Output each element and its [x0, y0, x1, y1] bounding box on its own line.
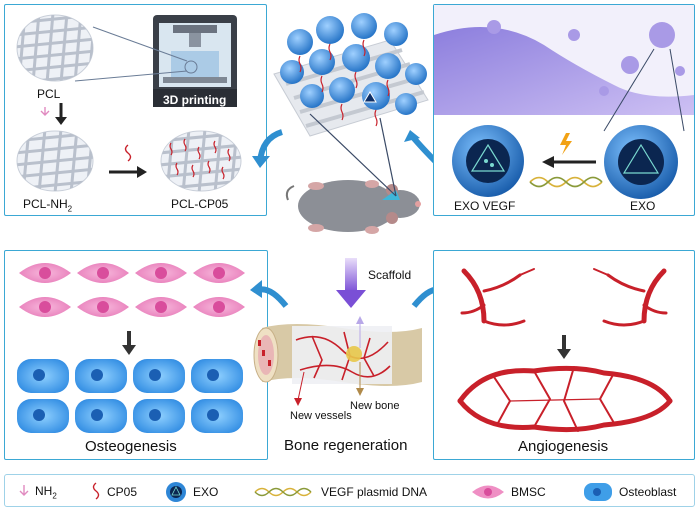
- dna-icon: [254, 487, 312, 497]
- cp05-small-icon: [124, 144, 132, 162]
- vessel-branches-top: [460, 268, 668, 327]
- vessel-network: [457, 365, 673, 433]
- osteogenesis-title: Osteogenesis: [85, 438, 177, 455]
- exo-legend-icon: [166, 482, 186, 502]
- curved-arrow-to-osteo: [250, 280, 289, 308]
- osteoblast-icon: [584, 483, 612, 501]
- legend-bar: NH2 CP05 EXO VEGF plasmid DNA BMSC Osteo…: [4, 474, 695, 507]
- right-arrow: [109, 166, 147, 178]
- scaffold-preparation-panel: 3D printing PCL PCL-NH2: [4, 4, 267, 216]
- legend-bmsc-label: BMSC: [511, 485, 546, 499]
- scaffold-exo-view: [273, 13, 429, 137]
- cell-membrane-background: [434, 5, 694, 115]
- pcl-label: PCL: [37, 87, 61, 101]
- pcl-mesh-disc: [16, 14, 94, 82]
- bmsc-icon: [472, 485, 504, 499]
- legend-nh2: NH2: [19, 482, 57, 502]
- zoom-lines: [74, 26, 198, 82]
- osteogenesis-panel: Osteogenesis: [4, 250, 268, 460]
- exo-vegf-label: EXO VEGF: [454, 199, 516, 213]
- legend-cp05: CP05: [91, 482, 137, 502]
- exo-zoom-lines: [603, 48, 685, 132]
- pcl-cp05-label: PCL-CP05: [171, 197, 229, 211]
- left-arrow: [542, 156, 596, 168]
- exosome-panel: EXO VEGF EXO: [433, 4, 695, 216]
- down-arrow-osteo: [122, 331, 136, 355]
- legend-osteoblast: Osteoblast: [583, 482, 676, 502]
- bone-section: [253, 316, 422, 406]
- nh2-icon: [19, 485, 29, 496]
- pcl-nh2-label: PCL-NH2: [23, 197, 73, 214]
- lightning-icon: [560, 133, 572, 155]
- pcl-cp05-disc: [160, 130, 242, 192]
- mouse-illustration: [285, 180, 421, 234]
- 3d-printing-label: 3D printing: [163, 93, 227, 107]
- curved-arrow-left: [252, 129, 284, 168]
- angiogenesis-panel: Angiogenesis: [433, 250, 695, 460]
- legend-exo-label: EXO: [193, 485, 219, 499]
- exo-icon: [604, 125, 678, 199]
- legend-vegf-label: VEGF plasmid DNA: [321, 485, 428, 499]
- exo-vegf-icon: [452, 125, 524, 197]
- gradient-down-arrow: [336, 258, 366, 308]
- bone-regeneration-title: Bone regeneration: [284, 437, 408, 454]
- angiogenesis-title: Angiogenesis: [518, 438, 609, 455]
- scaffold-label: Scaffold: [368, 268, 412, 282]
- pcl-nh2-disc: [16, 130, 94, 192]
- down-arrow: [55, 103, 67, 125]
- down-arrow-angio: [557, 335, 571, 359]
- legend-osteoblast-label: Osteoblast: [619, 485, 677, 499]
- osteoblast-cells: [17, 359, 243, 433]
- legend-cp05-label: CP05: [107, 485, 138, 499]
- mouse-zoom-lines: [309, 113, 397, 197]
- legend-vegf: VEGF plasmid DNA: [254, 482, 428, 502]
- cp05-icon: [92, 482, 100, 500]
- vegf-dna-icon: [529, 176, 603, 188]
- new-vessels-label: New vessels: [290, 410, 352, 422]
- nh2-small-icon: [40, 107, 50, 116]
- bmsc-cells: [19, 263, 245, 317]
- legend-bmsc: BMSC: [471, 482, 546, 502]
- new-bone-label: New bone: [350, 400, 400, 412]
- legend-exo: EXO: [165, 482, 218, 502]
- exo-label: EXO: [630, 199, 656, 213]
